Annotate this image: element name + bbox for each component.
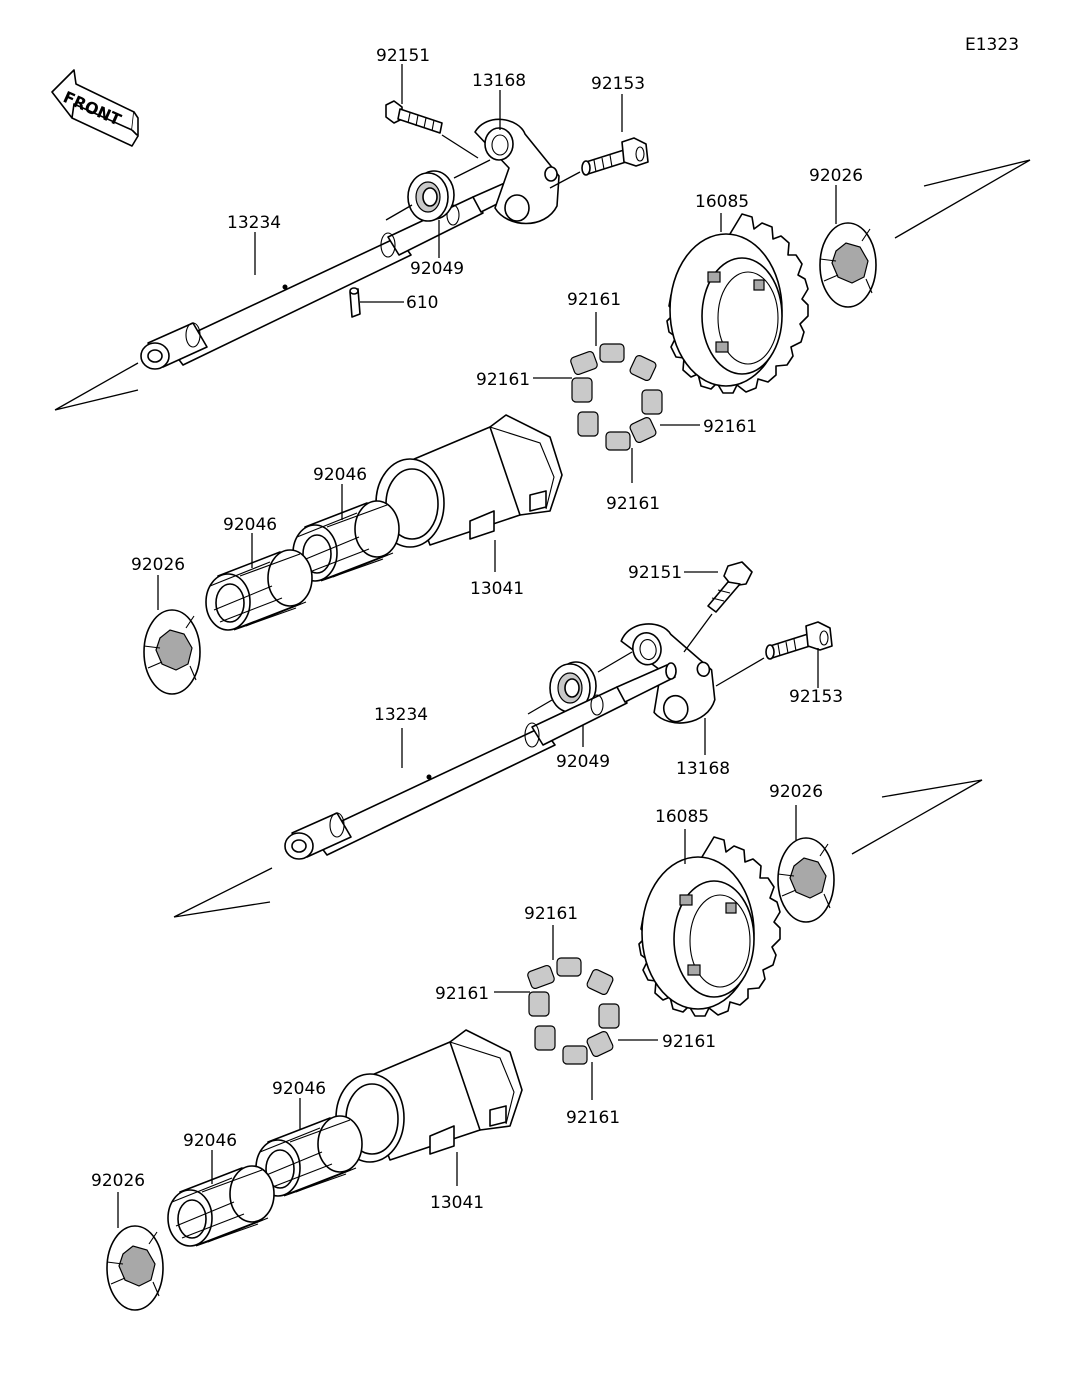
damper-ring: [533, 312, 700, 483]
callout-92046-a1: 92046: [313, 465, 367, 485]
callout-92153-b: 92153: [789, 687, 843, 707]
callout-92049-b: 92049: [556, 752, 610, 772]
callout-16085-b: 16085: [655, 807, 709, 827]
balancer-lever: [597, 613, 721, 755]
callout-610: 610: [406, 293, 438, 313]
callout-92161-a2: 92161: [476, 370, 530, 390]
callout-92026-d: 92026: [91, 1171, 145, 1191]
front-arrow-icon: FRONT: [51, 69, 139, 147]
callout-92151-a: 92151: [376, 46, 430, 66]
hub: [335, 1029, 523, 1186]
thrust-washer: [819, 159, 1031, 308]
callout-13168-b: 13168: [676, 759, 730, 779]
balancer-gear: [666, 213, 809, 394]
bolt-92151-b: [683, 561, 753, 653]
bolt-92151-a: [385, 64, 479, 159]
damper-ring: [494, 925, 658, 1100]
callout-92049-a: 92049: [410, 259, 464, 279]
balancer-lever: [453, 90, 560, 225]
callout-92161-b1: 92161: [524, 904, 578, 924]
callout-92026-a: 92026: [809, 166, 863, 186]
needle-bearing: [292, 484, 400, 582]
callout-13234-a: 13234: [227, 213, 281, 233]
callout-13234-b: 13234: [374, 705, 428, 725]
callout-92153-a: 92153: [591, 74, 645, 94]
needle-bearing: [205, 533, 313, 631]
thrust-washer: [777, 779, 983, 923]
callout-92046-a2: 92046: [223, 515, 277, 535]
callout-13041-b: 13041: [430, 1193, 484, 1213]
callout-92151-b: 92151: [628, 563, 682, 583]
callout-92161-a4: 92161: [606, 494, 660, 514]
callout-92046-b1: 92046: [272, 1079, 326, 1099]
needle-bearing: [167, 1150, 275, 1247]
callout-13041-a: 13041: [470, 579, 524, 599]
callout-92161-b2: 92161: [435, 984, 489, 1004]
oil-seal: [385, 170, 455, 258]
callout-92161-a3: 92161: [703, 417, 757, 437]
bolt-92153-b: [715, 621, 833, 688]
diagram-code: E1323: [965, 35, 1019, 55]
needle-bearing: [255, 1098, 363, 1197]
balancer-shaft: [54, 172, 533, 411]
thrust-washer: [143, 575, 201, 695]
dowel-pin: [349, 287, 404, 318]
callout-92161-a1: 92161: [567, 290, 621, 310]
callout-92026-c: 92026: [769, 782, 823, 802]
callout-92046-b2: 92046: [183, 1131, 237, 1151]
callout-92161-b3: 92161: [662, 1032, 716, 1052]
hub: [375, 414, 563, 572]
balancer-shaft: [173, 662, 677, 918]
callout-16085-a: 16085: [695, 192, 749, 212]
callout-92026-b: 92026: [131, 555, 185, 575]
balancer-gear: [638, 829, 781, 1017]
bolt-92153-a: [549, 94, 649, 189]
callout-92161-b4: 92161: [566, 1108, 620, 1128]
callout-13168-a: 13168: [472, 71, 526, 91]
thrust-washer: [106, 1192, 164, 1311]
